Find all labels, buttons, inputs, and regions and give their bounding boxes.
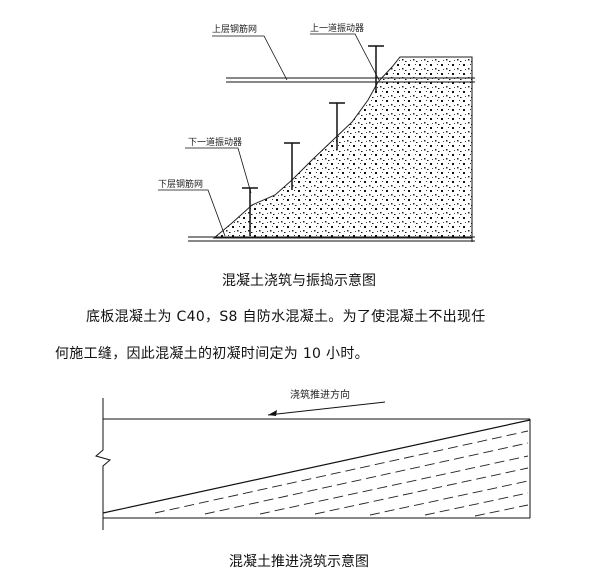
label-lower-mesh: 下层钢筋网	[158, 180, 204, 190]
vibrator-lowest	[242, 187, 258, 236]
dashed-layers	[154, 430, 529, 517]
label-upper-mesh: 上层钢筋网	[212, 25, 258, 35]
leader-lower-vibrator	[185, 147, 252, 194]
break-line	[94, 398, 112, 530]
paragraph-line-1: 底板混凝土为 C40，S8 自防水混凝土。为了使混凝土不出现任	[86, 309, 486, 325]
vibrator-mid	[329, 102, 345, 150]
vibrator-upper	[368, 45, 384, 92]
paragraph-line-2: 何施工缝，因此混凝土的初凝时间定为 10 小时。	[55, 346, 369, 362]
direction-label: 浇筑推进方向	[290, 390, 350, 401]
leader-lower-mesh	[158, 189, 226, 237]
figure2-caption: 混凝土推进浇筑示意图	[229, 554, 369, 570]
pouring-vibrating-diagram	[158, 33, 475, 242]
leader-upper-vibrator	[310, 33, 380, 81]
label-upper-vibrator: 上一道振动器	[310, 24, 365, 34]
pour-slope	[102, 419, 531, 514]
vibrator-low	[284, 142, 300, 190]
direction-arrow	[267, 401, 386, 416]
concrete-mass	[212, 56, 473, 239]
leader-upper-mesh	[212, 35, 288, 81]
progressive-pouring-diagram	[94, 398, 531, 530]
figure1-caption: 混凝土浇筑与振捣示意图	[222, 273, 376, 289]
label-lower-vibrator: 下一道振动器	[188, 138, 243, 148]
